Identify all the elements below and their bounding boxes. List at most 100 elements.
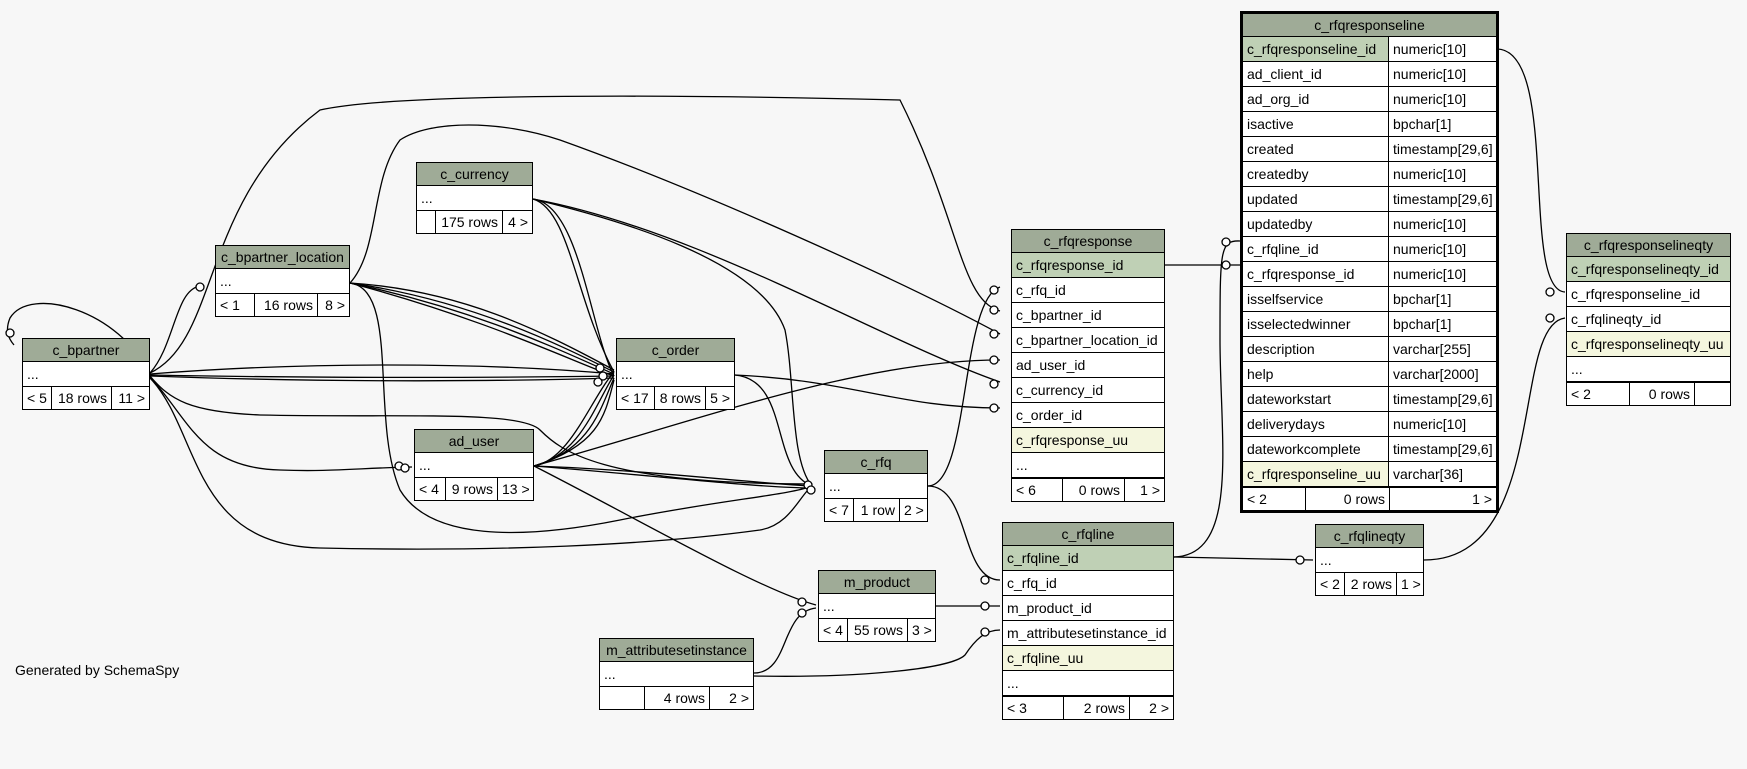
table-c_rfq[interactable]: c_rfq ... < 7 1 row 2 > bbox=[824, 450, 928, 522]
table-header[interactable]: m_product bbox=[819, 571, 935, 594]
column-name: ad_user_id bbox=[1016, 357, 1086, 373]
table-c_currency[interactable]: c_currency ... 175 rows 4 > bbox=[416, 162, 533, 234]
table-header[interactable]: c_rfqlineqty bbox=[1316, 525, 1423, 548]
table-footer: < 4 55 rows 3 > bbox=[819, 619, 935, 641]
table-header[interactable]: c_rfqresponselineqty bbox=[1567, 234, 1730, 257]
table-header[interactable]: c_rfqline bbox=[1003, 523, 1173, 546]
table-row[interactable]: c_rfqline_uu bbox=[1003, 646, 1173, 671]
ellipsis: ... bbox=[421, 190, 433, 206]
column-name: c_rfqresponselineqty_uu bbox=[1571, 336, 1724, 352]
table-row[interactable]: c_rfqresponselineqty_id bbox=[1567, 257, 1730, 282]
table-header[interactable]: m_attributesetinstance bbox=[600, 639, 753, 662]
table-c_rfqresponselineqty[interactable]: c_rfqresponselineqty c_rfqresponselineqt… bbox=[1566, 233, 1731, 406]
table-row[interactable]: c_rfqline_id bbox=[1003, 546, 1173, 571]
parents-count[interactable]: < 1 bbox=[220, 297, 240, 313]
children-count[interactable]: 1 > bbox=[1389, 488, 1496, 510]
children-count[interactable]: 3 > bbox=[907, 619, 935, 641]
parents-count[interactable] bbox=[417, 211, 435, 233]
table-header[interactable]: c_bpartner bbox=[23, 339, 149, 362]
children-count[interactable]: 2 > bbox=[709, 687, 753, 709]
table-c_order[interactable]: c_order ... < 17 8 rows 5 > bbox=[616, 338, 735, 410]
parents-count[interactable]: < 7 bbox=[829, 502, 849, 518]
children-count[interactable]: 2 > bbox=[1129, 697, 1173, 719]
parents-count[interactable]: < 6 bbox=[1016, 482, 1036, 498]
parents-count[interactable]: < 4 bbox=[419, 481, 439, 497]
table-row[interactable]: c_currency_id bbox=[1012, 378, 1164, 403]
children-count[interactable]: 1 > bbox=[1124, 479, 1164, 501]
column-name: dateworkcomplete bbox=[1247, 441, 1361, 457]
table-row[interactable]: m_attributesetinstance_id bbox=[1003, 621, 1173, 646]
table-m_product[interactable]: m_product ... < 4 55 rows 3 > bbox=[818, 570, 936, 642]
table-row[interactable]: c_rfqresponse_id bbox=[1012, 253, 1164, 278]
table-row[interactable]: c_bpartner_id bbox=[1012, 303, 1164, 328]
table-footer: < 2 2 rows 1 > bbox=[1316, 573, 1423, 595]
children-count[interactable] bbox=[1694, 383, 1730, 405]
children-count[interactable]: 5 > bbox=[705, 387, 734, 409]
table-header[interactable]: c_rfqresponseline bbox=[1243, 14, 1496, 37]
column-name: c_bpartner_location_id bbox=[1016, 332, 1158, 348]
table-row[interactable]: c_rfqresponselineqty_uu bbox=[1567, 332, 1730, 357]
children-count[interactable]: 8 > bbox=[317, 294, 349, 316]
parents-count[interactable] bbox=[600, 687, 644, 709]
table-header[interactable]: c_order bbox=[617, 339, 734, 362]
table-header[interactable]: c_currency bbox=[417, 163, 532, 186]
children-count[interactable]: 11 > bbox=[111, 387, 149, 409]
parents-count[interactable]: < 2 bbox=[1320, 576, 1340, 592]
column-name: c_rfqresponse_id bbox=[1016, 257, 1124, 273]
table-footer: < 5 18 rows 11 > bbox=[23, 387, 149, 409]
table-header[interactable]: c_rfqresponse bbox=[1012, 230, 1164, 253]
parents-count[interactable]: < 2 bbox=[1247, 491, 1267, 507]
edge-c_rfqline-c_rfqlineqty bbox=[1173, 556, 1314, 561]
table-row[interactable]: c_rfqresponseline_id bbox=[1567, 282, 1730, 307]
children-count[interactable]: 4 > bbox=[502, 211, 532, 233]
table-row[interactable]: c_rfqlineqty_id bbox=[1567, 307, 1730, 332]
table-row[interactable]: c_rfq_id bbox=[1012, 278, 1164, 303]
parents-count[interactable]: < 2 bbox=[1571, 386, 1591, 402]
children-count[interactable]: 13 > bbox=[497, 478, 533, 500]
children-count[interactable]: 2 > bbox=[899, 499, 927, 521]
table-row[interactable]: c_order_id bbox=[1012, 403, 1164, 428]
table-row[interactable]: ad_user_id bbox=[1012, 353, 1164, 378]
table-c_rfqline[interactable]: c_rfqline c_rfqline_id c_rfq_id m_produc… bbox=[1002, 522, 1174, 720]
table-c_bpartner[interactable]: c_bpartner ... < 5 18 rows 11 > bbox=[22, 338, 150, 410]
table-row[interactable]: c_rfqresponse_uu bbox=[1012, 428, 1164, 453]
parents-count[interactable]: < 4 bbox=[823, 622, 843, 638]
table-header[interactable]: c_bpartner_location bbox=[216, 246, 349, 269]
parents-count[interactable]: < 5 bbox=[27, 390, 47, 406]
table-c_bpartner_location[interactable]: c_bpartner_location ... < 1 16 rows 8 > bbox=[215, 245, 350, 317]
parents-count[interactable]: < 17 bbox=[621, 390, 649, 406]
table-header[interactable]: c_rfq bbox=[825, 451, 927, 474]
children-count[interactable]: 1 > bbox=[1396, 573, 1423, 595]
column-type: timestamp[29,6] bbox=[1388, 187, 1496, 211]
table-c_rfqlineqty[interactable]: c_rfqlineqty ... < 2 2 rows 1 > bbox=[1315, 524, 1424, 596]
table-m_attributesetinstance[interactable]: m_attributesetinstance ... 4 rows 2 > bbox=[599, 638, 754, 710]
parents-count[interactable]: < 3 bbox=[1007, 700, 1027, 716]
table-footer: < 3 2 rows 2 > bbox=[1003, 696, 1173, 719]
column-name: c_rfqresponseline_uu bbox=[1243, 462, 1388, 486]
table-row[interactable]: c_bpartner_location_id bbox=[1012, 328, 1164, 353]
table-row[interactable]: m_product_id bbox=[1003, 596, 1173, 621]
table-c_rfqresponse[interactable]: c_rfqresponse c_rfqresponse_id c_rfq_id … bbox=[1011, 229, 1165, 502]
table-row[interactable]: c_rfq_id bbox=[1003, 571, 1173, 596]
table-header[interactable]: ad_user bbox=[415, 430, 533, 453]
table-ad_user[interactable]: ad_user ... < 4 9 rows 13 > bbox=[414, 429, 534, 501]
